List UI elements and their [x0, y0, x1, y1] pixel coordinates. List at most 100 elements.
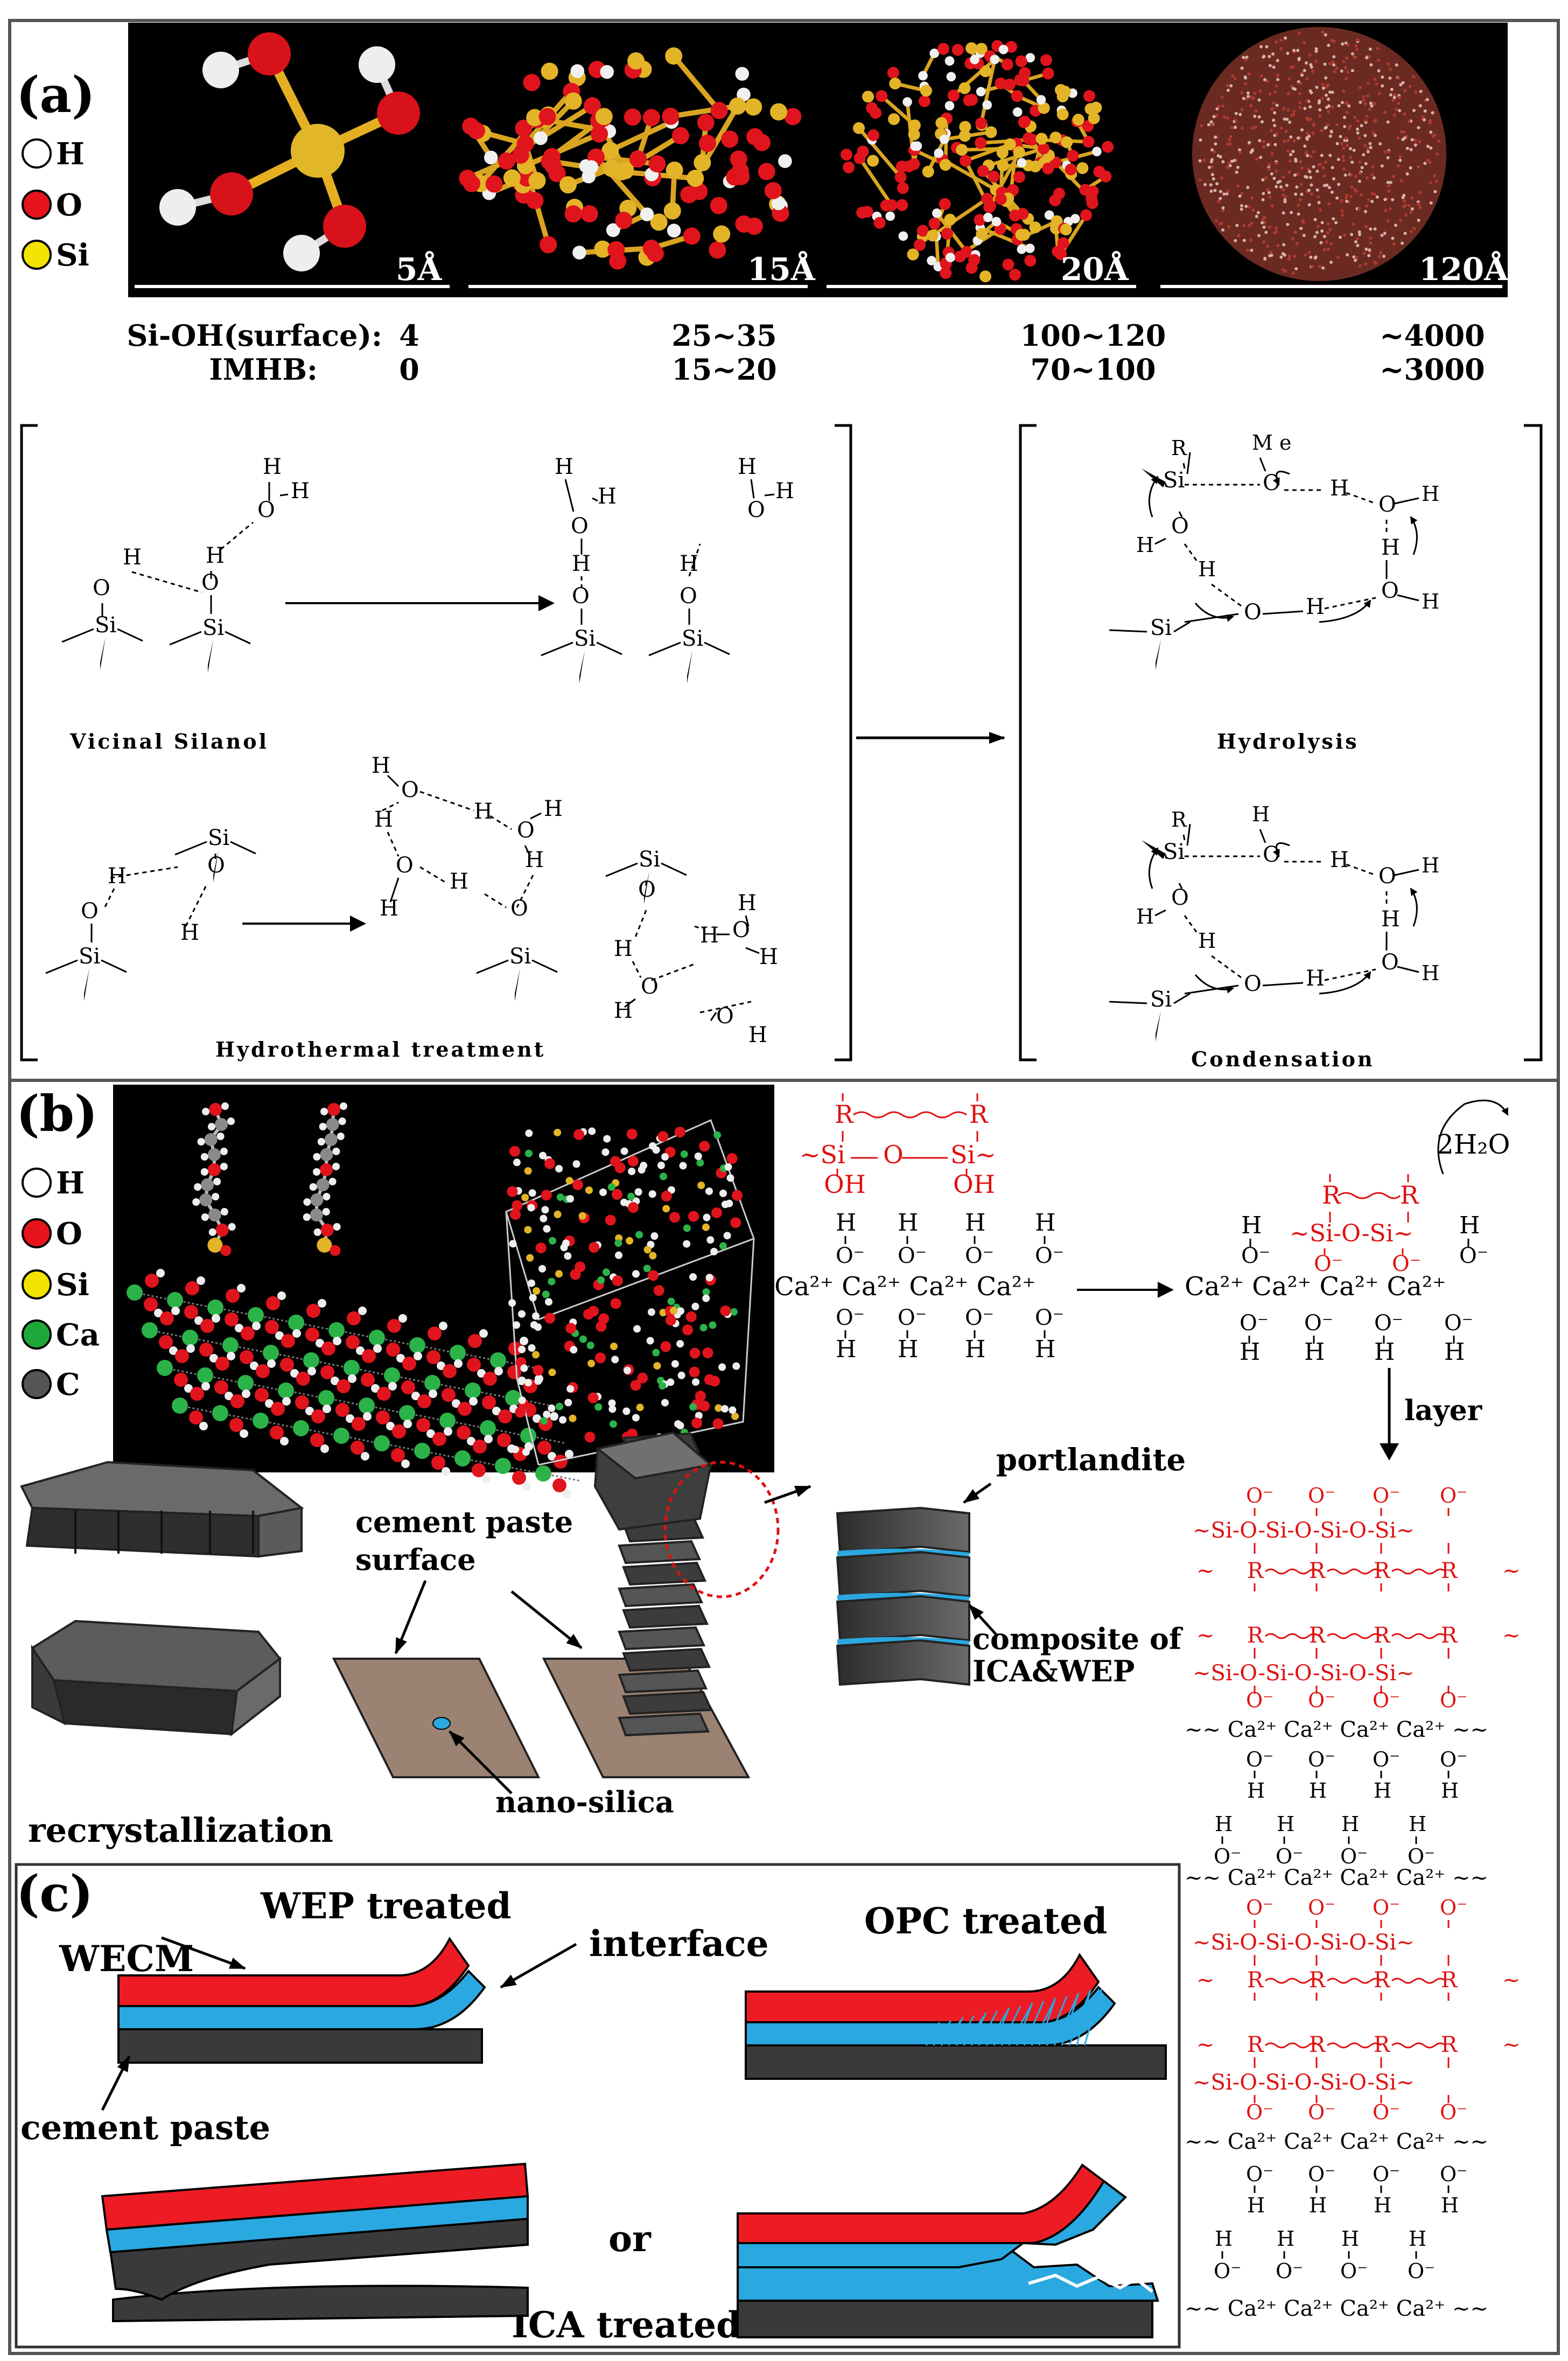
scale-15a: 15Å	[747, 251, 816, 288]
svg-text:O: O	[517, 818, 535, 843]
caption-vicinal-silanol: Vicinal Silanol	[69, 729, 269, 753]
svg-text:H: H	[1035, 1209, 1055, 1237]
svg-text:H: H	[898, 1209, 918, 1237]
svg-text:H: H	[1422, 854, 1439, 877]
svg-text:H: H	[1247, 2194, 1265, 2217]
svg-text:R: R	[1171, 436, 1187, 460]
silicic-acid-model	[159, 32, 420, 271]
svg-text:H: H	[1277, 2227, 1294, 2251]
svg-text:~Si-O-Si-O-Si-O-Si~: ~Si-O-Si-O-Si-O-Si~	[1193, 1930, 1415, 1955]
svg-text:H: H	[180, 920, 199, 945]
svg-text:O⁻: O⁻	[1340, 2259, 1368, 2283]
svg-text:R: R	[1247, 1559, 1264, 1583]
svg-text:OH: OH	[824, 1170, 866, 1199]
svg-text:H: H	[700, 923, 719, 948]
svg-text:~~ Ca²⁺ Ca²⁺ Ca²⁺ Ca²⁺ ~~: ~~ Ca²⁺ Ca²⁺ Ca²⁺ Ca²⁺ ~~	[1185, 1717, 1488, 1742]
svg-text:O: O	[572, 584, 590, 609]
svg-text:O⁻: O⁻	[965, 1305, 994, 1330]
svg-text:H: H	[450, 869, 468, 894]
svg-text:O⁻: O⁻	[1408, 1845, 1435, 1868]
row-surface-label: Si-OH(surface):	[127, 318, 382, 353]
composite-label-1: composite of	[972, 1622, 1184, 1656]
svg-text:~Si-O-Si-O-Si-O-Si~: ~Si-O-Si-O-Si-O-Si~	[1193, 1518, 1415, 1543]
svg-text:H: H	[380, 896, 398, 921]
svg-text:O⁻: O⁻	[1276, 2259, 1303, 2283]
svg-text:H: H	[206, 543, 225, 568]
svg-text:Si: Si	[574, 626, 596, 651]
svg-text:O: O	[1244, 600, 1262, 625]
svg-text:O⁻: O⁻	[1035, 1244, 1064, 1268]
svg-text:O⁻: O⁻	[836, 1305, 865, 1330]
svg-text:R: R	[1247, 1968, 1264, 1993]
panel-a-label: (a)	[16, 66, 95, 124]
interface-label: interface	[589, 1923, 769, 1965]
svg-text:H: H	[1241, 1212, 1262, 1239]
svg-text:H: H	[1277, 1812, 1294, 1836]
svg-text:O: O	[81, 899, 99, 924]
svg-text:O⁻: O⁻	[1440, 2162, 1467, 2186]
svg-text:O: O	[93, 576, 110, 600]
panel-b-label: (b)	[16, 1085, 97, 1143]
svg-text:O⁻: O⁻	[1246, 1688, 1273, 1712]
svg-text:~: ~	[1502, 1968, 1521, 1993]
svg-text:H: H	[1136, 533, 1154, 557]
svg-text:H: H	[108, 864, 127, 889]
panel-b-legend: H O Si Ca C	[22, 1165, 100, 1402]
svg-text:O⁻: O⁻	[1035, 1305, 1064, 1330]
svg-text:~~ Ca²⁺ Ca²⁺ Ca²⁺ Ca²⁺ ~~: ~~ Ca²⁺ Ca²⁺ Ca²⁺ Ca²⁺ ~~	[1185, 2296, 1488, 2321]
svg-text:H: H	[1247, 1779, 1265, 1803]
svg-text:H: H	[263, 455, 282, 479]
reaction-brackets	[20, 424, 1543, 1061]
svg-text:H: H	[1444, 1338, 1465, 1366]
svg-text:O: O	[571, 514, 589, 539]
svg-text:O: O	[396, 853, 414, 878]
svg-text:O⁻: O⁻	[1308, 2162, 1335, 2186]
svg-text:R: R	[1247, 2032, 1264, 2057]
ica-treated-label: ICA treated	[512, 2304, 741, 2346]
svg-text:Si: Si	[509, 944, 531, 969]
svg-text:O: O	[883, 1140, 904, 1169]
svg-text:O: O	[641, 974, 659, 999]
svg-text:O⁻: O⁻	[1373, 1484, 1400, 1507]
scale-120a: 120Å	[1419, 251, 1509, 288]
svg-text:O: O	[747, 498, 765, 522]
svg-text:H: H	[775, 479, 794, 504]
legend-h: H	[56, 136, 85, 172]
svg-text:O: O	[1381, 950, 1399, 975]
svg-text:~: ~	[1196, 1968, 1215, 1993]
svg-text:O⁻: O⁻	[965, 1244, 994, 1268]
svg-text:H: H	[1309, 2194, 1327, 2217]
svg-text:R: R	[1400, 1180, 1419, 1210]
svg-text:H: H	[1422, 482, 1439, 506]
row-surface-15a: 25~35	[671, 318, 777, 353]
svg-text:H: H	[1252, 802, 1270, 826]
svg-text:Si: Si	[682, 626, 703, 651]
layer-label: layer	[1404, 1394, 1482, 1427]
or-label: or	[608, 2218, 652, 2260]
svg-text:H: H	[1215, 1812, 1233, 1836]
svg-text:H: H	[1341, 2227, 1359, 2251]
svg-text:R: R	[1247, 1623, 1264, 1648]
svg-text:O⁻: O⁻	[1246, 2162, 1273, 2186]
svg-text:H: H	[1035, 1336, 1055, 1363]
legend-b-o: O	[56, 1216, 82, 1252]
opc-treated-label: OPC treated	[864, 1900, 1107, 1942]
svg-text:Si: Si	[1150, 616, 1172, 640]
svg-text:O⁻: O⁻	[1246, 1748, 1273, 1771]
svg-text:O⁻: O⁻	[1373, 1688, 1400, 1712]
ica-treated-diagram-left	[101, 2162, 529, 2323]
svg-text:~: ~	[1196, 1559, 1215, 1583]
svg-text:O⁻: O⁻	[898, 1305, 927, 1330]
svg-text:H: H	[372, 753, 390, 778]
svg-text:H: H	[1198, 929, 1216, 953]
svg-text:H: H	[123, 545, 142, 570]
svg-text:O⁻: O⁻	[1304, 1311, 1333, 1336]
silica-cluster-15a	[459, 47, 802, 270]
silica-cluster-20a	[840, 40, 1114, 283]
svg-text:H: H	[1304, 1338, 1325, 1366]
svg-text:~: ~	[1502, 1623, 1521, 1648]
svg-text:~: ~	[1502, 2032, 1521, 2057]
ica-treated-diagram-right	[737, 2163, 1159, 2338]
